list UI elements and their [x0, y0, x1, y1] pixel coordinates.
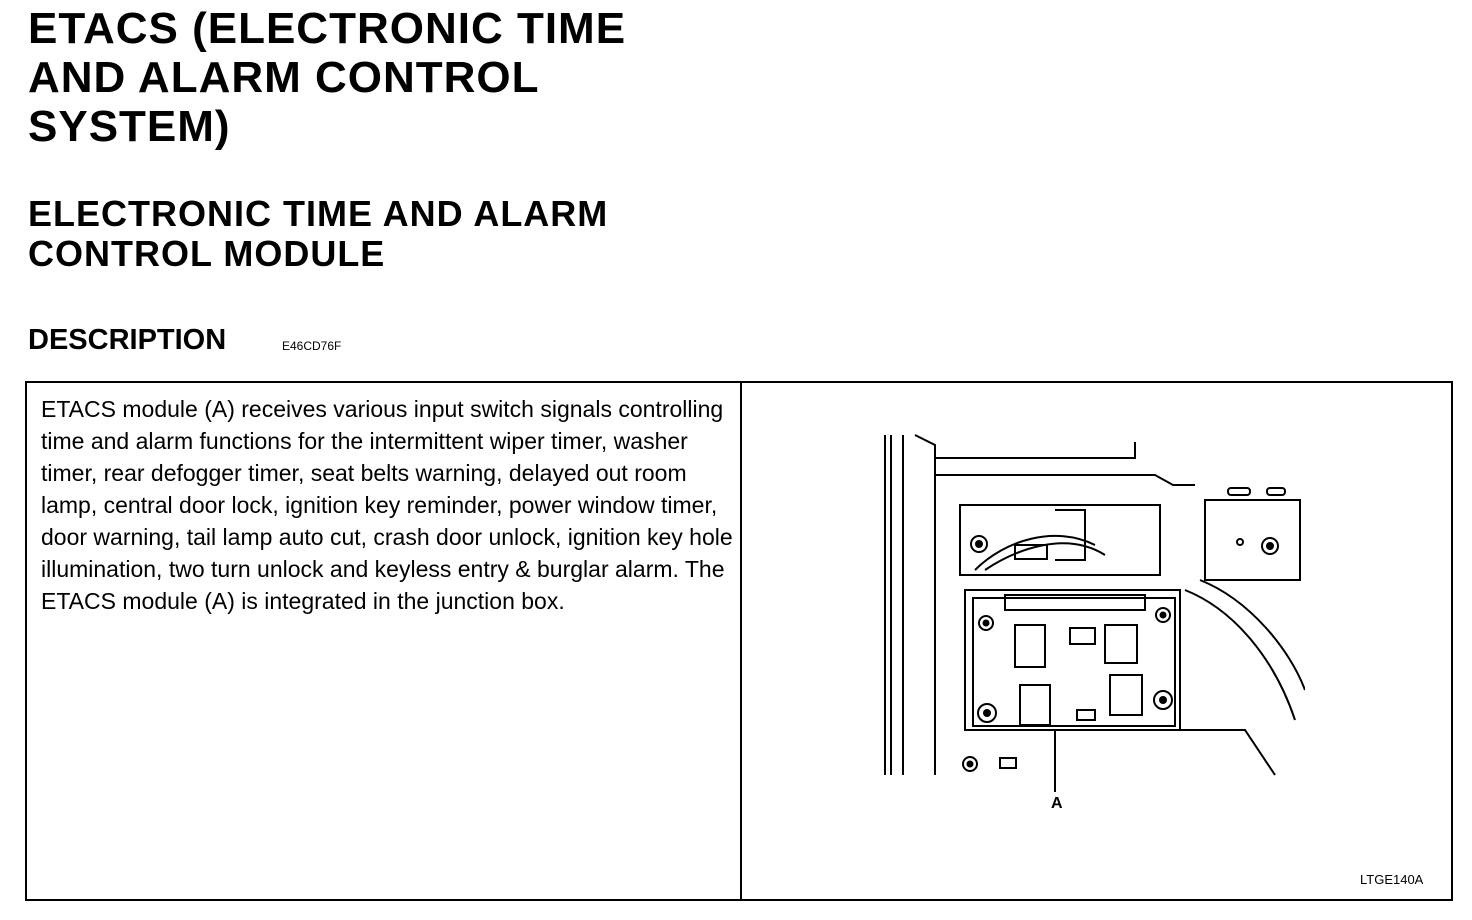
column-divider: [740, 383, 742, 899]
section-title: ELECTRONIC TIME AND ALARM CONTROL MODULE: [28, 193, 609, 274]
description-text: ETACS module (A) receives various input …: [41, 396, 733, 614]
document-code: E46CD76F: [282, 339, 342, 353]
content-table: ETACS module (A) receives various input …: [25, 381, 1453, 901]
figure-code: LTGE140A: [1360, 872, 1424, 887]
description-heading: DESCRIPTION: [28, 324, 227, 356]
page-title: ETACS (ELECTRONIC TIME AND ALARM CONTROL…: [28, 4, 627, 151]
callout-a-label: A: [1051, 795, 1063, 812]
junction-box-illustration: A: [884, 434, 1305, 812]
